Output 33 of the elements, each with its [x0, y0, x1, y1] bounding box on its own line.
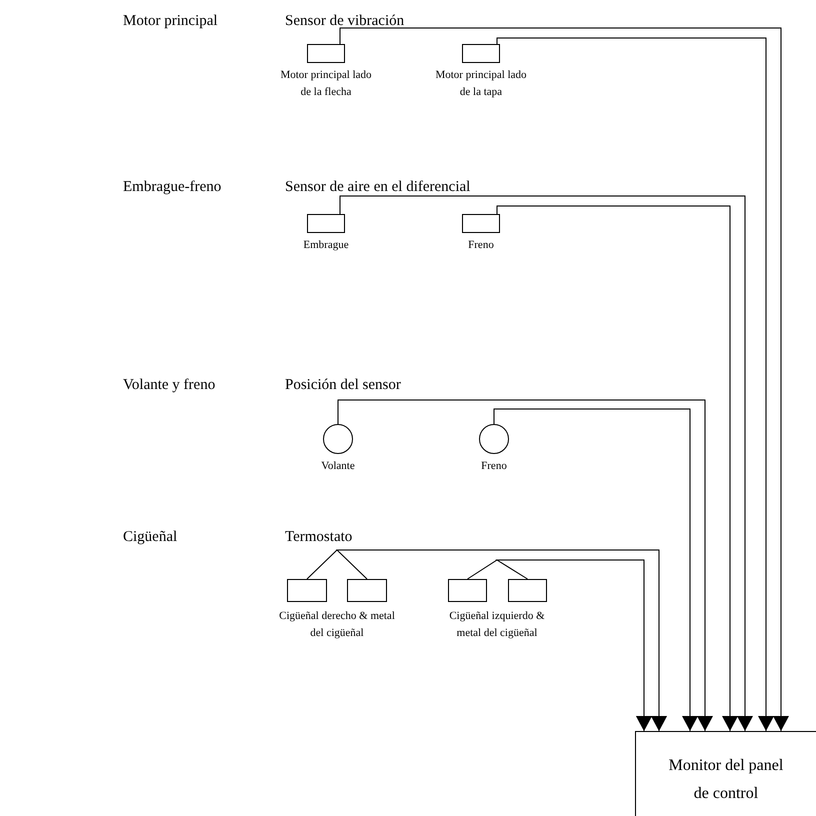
sensor-box: [448, 579, 487, 602]
connector-arrow: [495, 560, 652, 732]
connector-arrow: [494, 408, 698, 732]
sensor-box: [347, 579, 387, 602]
connector-arrow: [338, 400, 713, 732]
sensor-box: [462, 44, 500, 63]
sensor-box: [508, 579, 547, 602]
section-heading: Motor principal: [123, 12, 219, 31]
section-heading: Volante y freno: [123, 376, 216, 395]
monitor-box: [635, 731, 816, 816]
section-heading: Embrague-freno: [123, 178, 222, 197]
connector-arrow: [340, 196, 753, 732]
connector-arrow: [496, 206, 738, 732]
sensor-caption: Freno: [480, 459, 508, 474]
section-heading: Termostato: [285, 528, 354, 547]
sensor-caption: Embrague: [302, 238, 350, 253]
sensor-caption: Cigüeñal derecho & metal del cigüeñal: [278, 609, 396, 640]
monitor-label: Monitor del panel de control: [668, 756, 784, 804]
section-heading: Sensor de vibración: [285, 12, 406, 31]
sensor-caption: Cigüeñal izquierdo & metal del cigüeñal: [448, 609, 546, 640]
sensor-caption: Freno: [467, 238, 495, 253]
section-heading: Cigüeñal: [123, 528, 178, 547]
sensor-box: [287, 579, 327, 602]
sensor-caption: Motor principal lado de la tapa: [434, 68, 528, 100]
sensor-box: [462, 214, 500, 233]
sensor-box: [307, 44, 345, 63]
section-heading: Sensor de aire en el diferencial: [285, 178, 472, 197]
section-heading: Posición del sensor: [285, 376, 402, 395]
sensor-caption: Volante: [320, 459, 356, 474]
connector-arrow: [340, 28, 789, 732]
connector-arrow: [496, 38, 774, 732]
sensor-box: [307, 214, 345, 233]
sensor-caption: Motor principal lado de la flecha: [279, 68, 373, 100]
